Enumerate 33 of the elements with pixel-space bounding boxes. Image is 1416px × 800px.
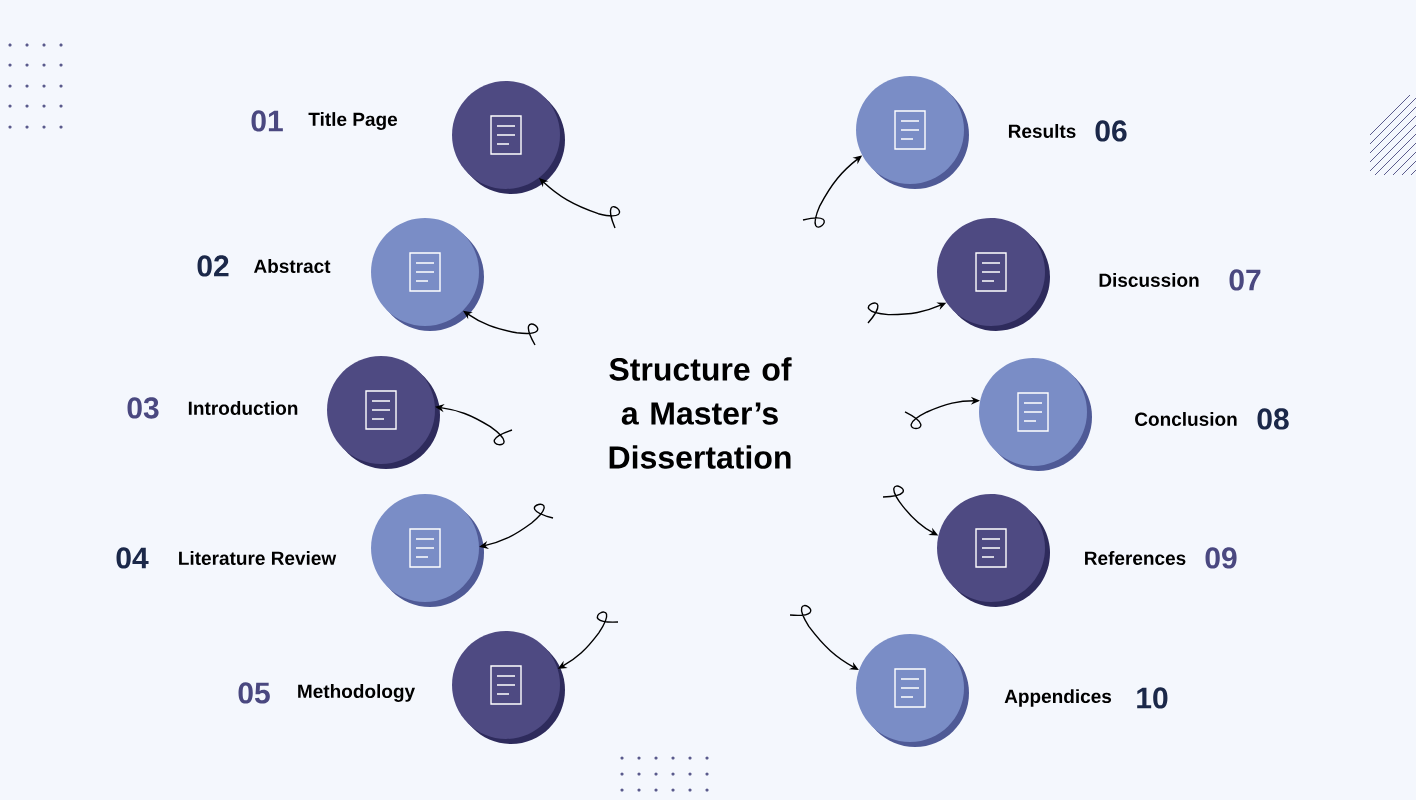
title: Structure of a Master’s Dissertation bbox=[609, 357, 792, 469]
icon-circle bbox=[452, 631, 565, 744]
icon-circle bbox=[452, 81, 565, 194]
step-label: Introduction bbox=[188, 401, 298, 415]
icon-circle bbox=[371, 218, 484, 331]
step-number: 10 bbox=[1137, 687, 1168, 709]
step-label: Methodology bbox=[298, 684, 415, 702]
step-number: 08 bbox=[1257, 408, 1289, 430]
step-number: 04 bbox=[116, 547, 149, 569]
icon-circle bbox=[937, 218, 1050, 331]
step-label: Title Page bbox=[308, 112, 398, 130]
icon-circle bbox=[856, 634, 969, 747]
step-label: Results bbox=[1008, 124, 1076, 138]
step-label: Abstract bbox=[253, 259, 331, 273]
step-number: 05 bbox=[238, 682, 270, 704]
icon-circle bbox=[371, 494, 484, 607]
step-number: 06 bbox=[1095, 120, 1127, 142]
icon-circle bbox=[937, 494, 1050, 607]
step-number: 01 bbox=[251, 110, 283, 132]
step-number: 02 bbox=[197, 255, 229, 277]
step-number: 09 bbox=[1205, 547, 1237, 569]
step-label: Appendices bbox=[1004, 689, 1112, 707]
step-number: 07 bbox=[1229, 269, 1261, 291]
step-label: Discussion bbox=[1099, 273, 1199, 287]
icon-circle bbox=[327, 356, 440, 469]
step-label: Literature Review bbox=[179, 551, 337, 565]
icon-circle bbox=[979, 358, 1092, 471]
icon-circle bbox=[856, 76, 969, 189]
step-number: 03 bbox=[127, 397, 159, 419]
curly-arrow bbox=[463, 310, 539, 346]
step-label: Conclusion bbox=[1135, 412, 1237, 426]
curly-arrow bbox=[539, 178, 621, 229]
step-label: References bbox=[1085, 551, 1186, 565]
